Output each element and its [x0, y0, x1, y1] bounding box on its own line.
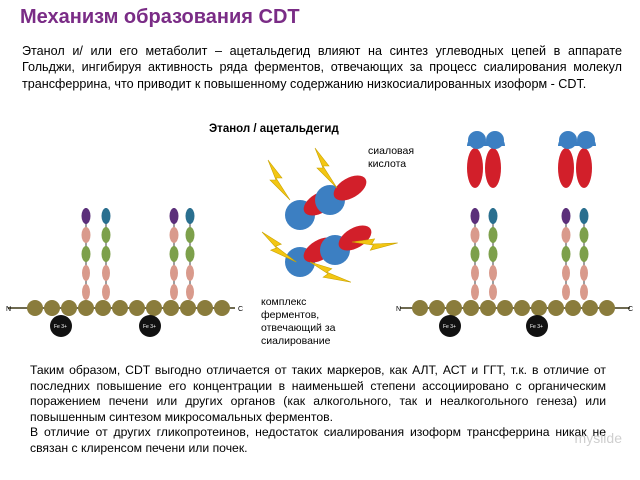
right-c-terminal: C	[628, 306, 633, 313]
right-transferrin	[400, 131, 630, 337]
intro-paragraph: Этанол и/ или его метаболит – ацетальдег…	[22, 44, 622, 91]
left-c-terminal: C	[238, 306, 243, 313]
diagram-heading: Этанол / ацетальдегид	[209, 123, 339, 135]
slide-title: Механизм образования CDT	[20, 6, 300, 28]
left-n-terminal: N	[6, 306, 11, 313]
right-n-terminal: N	[396, 306, 401, 313]
left-transferrin	[8, 207, 235, 337]
fe-label: Fe 3+	[143, 324, 156, 330]
fe-label: Fe 3+	[443, 324, 456, 330]
enzyme-complex-label: комплекс ферментов, отвечающий за сиалир…	[261, 296, 336, 347]
fe-label: Fe 3+	[54, 324, 67, 330]
fe-label: Fe 3+	[530, 324, 543, 330]
conclusion-paragraph-2: В отличие от других гликопротеинов, недо…	[30, 425, 606, 455]
conclusion-text: Таким образом, CDT выгодно отличается от…	[30, 363, 606, 457]
sialic-acid-label: сиаловая кислота	[368, 145, 415, 170]
conclusion-paragraph-1: Таким образом, CDT выгодно отличается от…	[30, 363, 606, 424]
watermark: myslide	[574, 430, 622, 446]
